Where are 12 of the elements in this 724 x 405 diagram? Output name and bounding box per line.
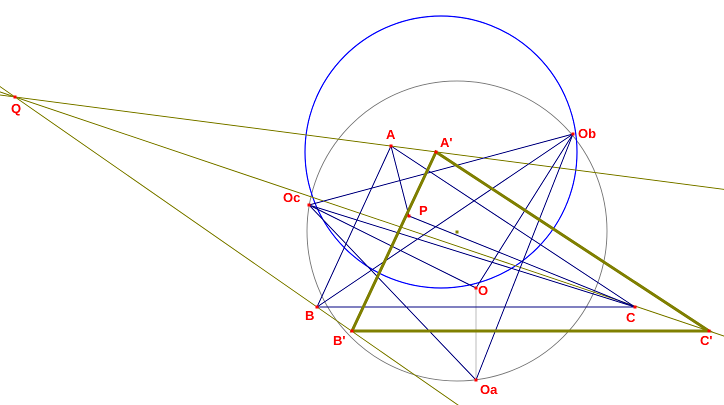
point-label: Oc xyxy=(283,191,300,205)
point-label: P xyxy=(419,204,428,218)
point-label: B xyxy=(305,309,314,323)
point-label: B' xyxy=(333,334,346,348)
point-label: A' xyxy=(440,136,452,150)
point-label: C xyxy=(626,311,636,325)
point-label: Oa xyxy=(480,383,498,397)
point-label: Ob xyxy=(578,127,596,141)
point-label: A xyxy=(386,128,396,142)
point-label: Q xyxy=(11,102,22,116)
point-label: O xyxy=(478,284,488,298)
point-label: C' xyxy=(700,334,712,348)
